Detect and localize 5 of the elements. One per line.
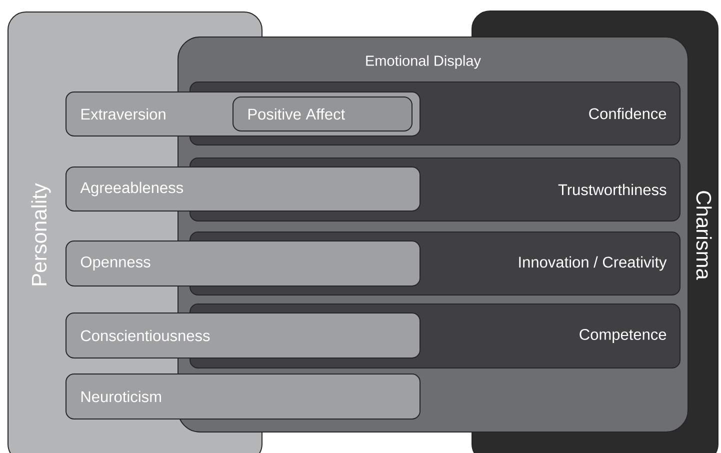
personality-bar: Openness xyxy=(66,240,420,286)
personality-bar: Conscientiousness xyxy=(66,312,420,358)
personality-bar: Agreeableness xyxy=(66,166,420,212)
affect-box: Positive Affect xyxy=(232,96,412,132)
personality-bar: Neuroticism xyxy=(66,374,420,420)
